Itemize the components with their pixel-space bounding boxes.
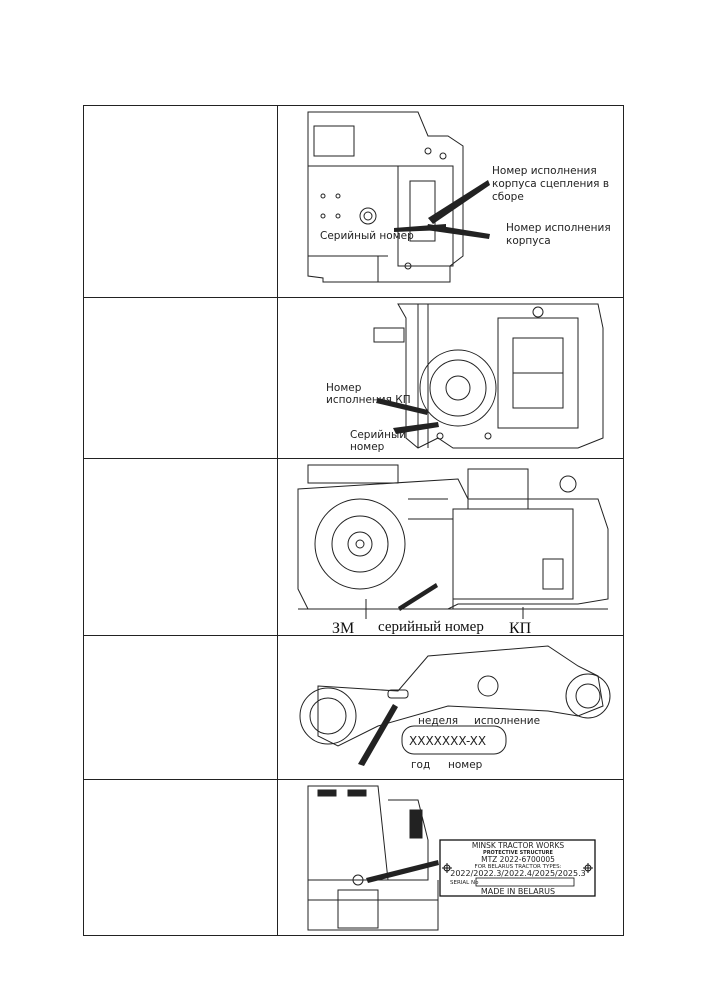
label-serial-1: Серийный — [350, 429, 406, 441]
axle-serial-code: XXXXXXX-XX — [409, 734, 486, 748]
label-number: номер — [448, 759, 483, 771]
label-gearbox-exec-1: Номер — [326, 382, 362, 394]
label-execution: исполнение — [474, 715, 540, 727]
label-gearbox-exec-2: исполнения КП — [326, 394, 411, 406]
table-row: MINSK TRACTOR WORKS PROTECTIVE STRUCTURE… — [84, 780, 623, 935]
figure-cell: неделя исполнение XXXXXXX-XX год номер — [278, 636, 623, 779]
transmission-assembly-drawing: ЗМ серийный номер КП — [297, 464, 609, 636]
label-serial: серийный номер — [378, 619, 484, 635]
table-row: ЗМ серийный номер КП — [84, 459, 623, 636]
label-housing-exec-1: Номер исполнения — [506, 222, 611, 234]
label-year: год — [411, 759, 430, 771]
plate-line4: FOR BELARUS TRACTOR TYPES: — [475, 864, 562, 870]
figure-cell: Номер исполнения корпуса сцепления в сбо… — [278, 106, 623, 297]
rops-plate: MINSK TRACTOR WORKS PROTECTIVE STRUCTURE… — [439, 839, 596, 897]
plate-serial-field — [475, 877, 575, 887]
label-clutch-exec-1: Номер исполнения — [492, 165, 597, 177]
gearbox-drawing: Номер исполнения КП Серийный номер — [326, 303, 604, 453]
plate-line5: 2022/2022.3/2022.4/2025/2025.3 — [450, 869, 585, 878]
figure-cell: Номер исполнения КП Серийный номер — [278, 298, 623, 458]
plate-serial-label: SERIAL No — [450, 880, 479, 886]
table-row: Номер исполнения КП Серийный номер — [84, 298, 623, 459]
svg-text:Номер исполнения кор: Номер исполнения корпуса — [506, 222, 614, 247]
description-cell — [84, 298, 278, 458]
table-row: Номер исполнения корпуса сцепления в сбо… — [84, 106, 623, 298]
label-housing-exec-2: корпуса — [506, 235, 551, 247]
clutch-housing-drawing: Номер исполнения корпуса сцепления в сбо… — [307, 111, 614, 283]
plate-line3: MTZ 2022-6700005 — [481, 855, 555, 864]
svg-text:Номер исполнения кор: Номер исполнения корпуса сцепления в сбо… — [492, 165, 612, 203]
plate-line6: MADE IN BELARUS — [481, 887, 555, 896]
figure-cell: MINSK TRACTOR WORKS PROTECTIVE STRUCTURE… — [278, 780, 623, 935]
description-cell — [84, 780, 278, 935]
figure-cell: ЗМ серийный номер КП — [278, 459, 623, 636]
label-week: неделя — [418, 715, 458, 727]
label-serial-2: номер — [350, 441, 385, 453]
label-serial: Серийный номер — [320, 230, 414, 242]
identification-table: Номер исполнения корпуса сцепления в сбо… — [83, 105, 624, 936]
cab-drawing — [307, 785, 439, 931]
label-clutch-exec-2: корпуса сцепления в — [492, 178, 609, 190]
svg-text:Номер исполнения КП: Номер исполнения КП — [326, 382, 411, 406]
table-row: неделя исполнение XXXXXXX-XX год номер — [84, 636, 623, 780]
label-kp: КП — [509, 620, 532, 636]
front-axle-drawing: неделя исполнение XXXXXXX-XX год номер — [299, 645, 611, 771]
label-zm: ЗМ — [332, 620, 354, 636]
description-cell — [84, 459, 278, 635]
label-clutch-exec-3: сборе — [492, 191, 524, 203]
plate-line2: PROTECTIVE STRUCTURE — [483, 850, 553, 856]
description-cell — [84, 636, 278, 779]
description-cell — [84, 106, 278, 297]
plate-line1: MINSK TRACTOR WORKS — [472, 841, 565, 850]
svg-text:Серийный номер: Серийный номер — [350, 429, 409, 453]
